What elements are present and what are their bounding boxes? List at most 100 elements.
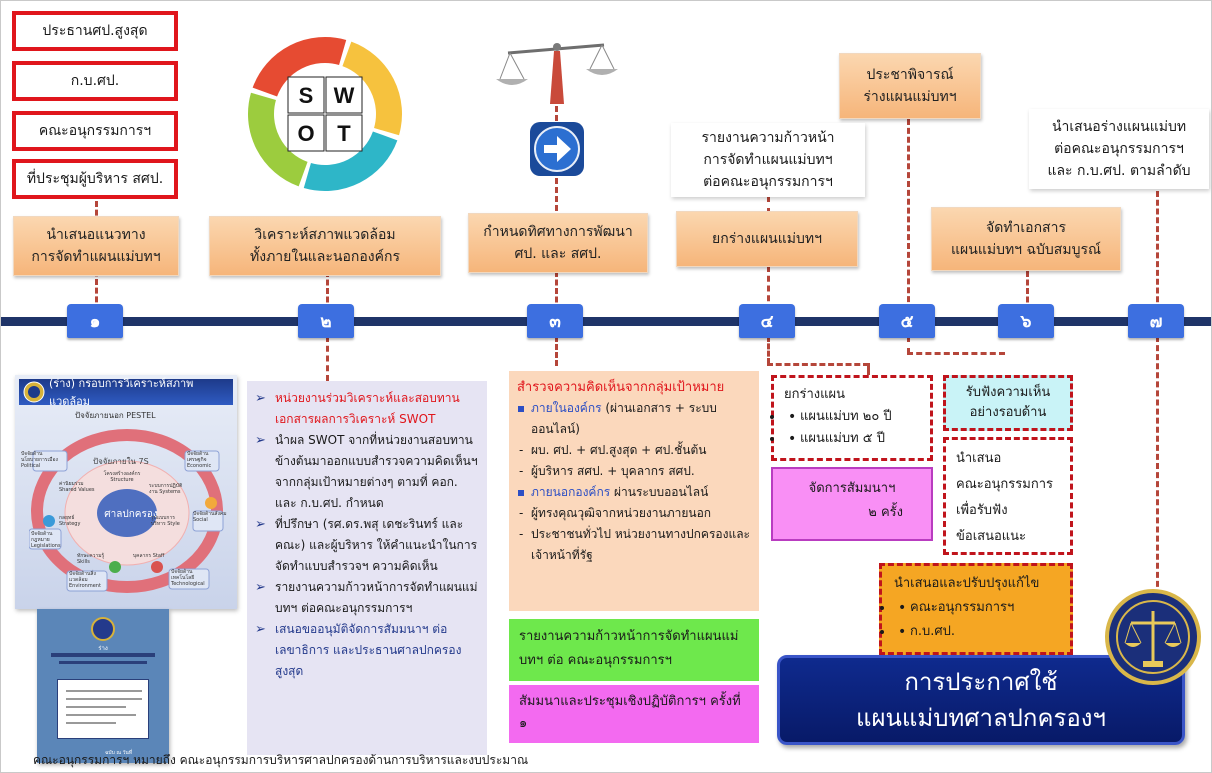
step-5-box: ประชาพิจารณ์ ร่างแผนแม่บทฯ (839, 53, 981, 119)
document-seal-icon (91, 617, 115, 641)
survey-external-heading: ภายนอกองค์กร ผ่านระบบออนไลน์ (517, 482, 751, 503)
draft-plan-item-5yr: แผนแม่บท ๕ ปี (784, 428, 920, 450)
pestel-ring (29, 429, 224, 593)
draft-plan-item-20yr: แผนแม่บท ๒๐ ปี (784, 406, 920, 428)
connector-4-horizontal (767, 363, 869, 366)
revise-title: นำเสนอและปรับปรุงแก้ไข (894, 576, 1040, 591)
pestel-label-social: ปัจจัยด้านสังคม Social (193, 511, 227, 523)
swot-o: O (297, 121, 314, 146)
pestel-label-economic: ปัจจัยด้านเศรษฐกิจ Economic (187, 451, 212, 469)
survey-internal-item-2: ผู้บริหาร สศป. + บุคลากร สศป. (517, 461, 751, 482)
step-2-item-3: ที่ปรึกษา (รศ.ดร.พสุ เดชะรินทร์ และคณะ) … (253, 514, 479, 577)
swot-ring-red (248, 37, 402, 191)
revise-list: คณะอนุกรรมการฯ ก.บ.ศป. (894, 596, 1058, 644)
swot-ring: S W O T (248, 37, 402, 191)
document-title-line-2 (59, 661, 147, 664)
stack-box-committee: ก.บ.ศป. (12, 61, 178, 101)
step-badge-5: ๕ (879, 304, 935, 338)
step-badge-1: ๑ (67, 304, 123, 338)
announcement-line-2: แผนแม่บทศาลปกครองฯ (855, 704, 1107, 732)
step-1-box: นำเสนอแนวทาง การจัดทำแผนแม่บทฯ (13, 216, 179, 276)
connector-2-up (326, 271, 329, 311)
pestel-center-label: ศาลปกครอง (104, 509, 158, 520)
step-badge-3: ๓ (527, 304, 583, 338)
document-title-line-1 (51, 653, 155, 657)
connector-6-up (1026, 271, 1029, 311)
pestel-framework-panel: (ร่าง) กรอบการวิเคราะห์สภาพแวดล้อม ปัจจั… (15, 375, 237, 609)
document-content-box (57, 679, 149, 739)
connector-5-horizontal (907, 352, 1005, 355)
pestel-outer-label: ปัจจัยภายนอก PESTEL (75, 411, 156, 420)
connector-3-down (555, 336, 558, 366)
step-6-box: จัดทำเอกสาร แผนแม่บทฯ ฉบับสมบูรณ์ (931, 207, 1121, 271)
step-7-box: นำเสนอร่างแผนแม่บท ต่อคณะอนุกรรมการฯ และ… (1029, 109, 1209, 189)
step-3-box: กำหนดทิศทางการพัฒนา ศป. และ สศป. (468, 213, 648, 273)
pestel-title: (ร่าง) กรอบการวิเคราะห์สภาพแวดล้อม (19, 377, 233, 408)
step-badge-2: ๒ (298, 304, 354, 338)
step-2-detail-panel: หน่วยงานร่วมวิเคราะห์และสอบทานเอกสารผลกา… (247, 381, 487, 755)
announcement-banner: การประกาศใช้ แผนแม่บทศาลปกครองฯ (777, 655, 1185, 745)
announcement-line-1: การประกาศใช้ (904, 668, 1058, 696)
pestel-inner-label: ปัจจัยภายใน 7S (93, 457, 149, 466)
seven-s-staff: บุคลากร Staff (133, 553, 165, 559)
step-badge-7: ๗ (1128, 304, 1184, 338)
seminar-line-2: ๒ ครั้ง (868, 505, 903, 520)
scale-icon (496, 43, 618, 104)
revise-item-committee: ก.บ.ศป. (894, 620, 1058, 644)
stack-box-executive-meeting: ที่ประชุมผู้บริหาร สศป. (12, 159, 178, 199)
connector-4-drop (867, 363, 870, 375)
connector-5-down (907, 336, 910, 354)
step-badge-4: ๔ (739, 304, 795, 338)
survey-title: สำรวจความคิดเห็นจากกลุ่มเป้าหมาย (517, 380, 725, 395)
workshop-box: สัมมนาและประชุมเชิงปฏิบัติการฯ ครั้งที่ … (509, 685, 759, 743)
step-2-item-5: เสนอขออนุมัติจัดการสัมมนาฯ ต่อเลขาธิการ … (253, 619, 479, 682)
survey-internal-channel: (ผ่านเอกสาร + ระบบออนไลน์) (531, 401, 717, 436)
connector-3-up (555, 271, 558, 311)
document-footer: ฉบับ ณ วันที่ (105, 750, 133, 756)
draft-plan-list: แผนแม่บท ๒๐ ปี แผนแม่บท ๕ ปี (784, 406, 920, 450)
seven-s-structure: โครงสร้างองค์กร Structure (103, 471, 141, 483)
connector-4-up (767, 266, 770, 311)
progress-report-box: รายงานความก้าวหน้าการจัดทำแผนแม่บทฯ ต่อ … (509, 619, 759, 681)
step-2-item-2: นำผล SWOT จากที่หน่วยงานสอบทานข้างต้นมาอ… (253, 430, 479, 514)
draft-plan-title: ยกร่างแผน (784, 387, 846, 402)
survey-list: ภายในองค์กร (ผ่านเอกสาร + ระบบออนไลน์) ผ… (517, 398, 751, 566)
seven-s-systems: ระบบการปฏิบัติงาน Systems (149, 483, 183, 495)
connector-5-up (907, 119, 910, 311)
pestel-label-environment: ปัจจัยด้านสิ่งแวดล้อม Environment (69, 571, 101, 589)
connector-4-top (767, 196, 770, 214)
swot-cell-s (287, 76, 325, 114)
connector-4-down (767, 336, 770, 364)
swot-cell-w (325, 76, 363, 114)
step-badge-6: ๖ (998, 304, 1054, 338)
survey-external-channel: ผ่านระบบออนไลน์ (610, 485, 709, 499)
swot-t: T (337, 121, 351, 146)
seven-s-skills: ทักษะความรู้ Skills (77, 553, 105, 565)
swot-s: S (299, 83, 314, 108)
revise-item-subcommittee: คณะอนุกรรมการฯ (894, 596, 1058, 620)
pestel-label-political: ปัจจัยด้านนโยบายการเมือง Political (21, 451, 58, 469)
pestel-label-legislations: ปัจจัยด้านกฎหมาย Legislations (31, 531, 61, 549)
survey-internal-label: ภายในองค์กร (531, 401, 602, 415)
connector-7-down (1156, 336, 1159, 596)
propose-subcommittee-box: นำเสนอ คณะอนุกรรมการ เพื่อรับฟัง ข้อเสนอ… (943, 437, 1073, 555)
survey-external-item-2: ประชาชนทั่วไป หน่วยงานทางปกครองและเจ้าหน… (517, 524, 751, 566)
seminar-box: จัดการสัมมนาฯ ๒ ครั้ง (771, 467, 933, 541)
pestel-label-technological: ปัจจัยด้านเทคโนโลยี Technological (171, 569, 205, 587)
revise-box: นำเสนอและปรับปรุงแก้ไข คณะอนุกรรมการฯ ก.… (879, 563, 1073, 655)
seminar-line-1: จัดการสัมมนาฯ (808, 481, 896, 496)
plan-document-cover: ร่าง ฉบับ ณ วันที่ (37, 609, 169, 763)
survey-internal-item-1: ผบ. ศป. + ศป.สูงสุด + ศป.ชั้นต้น (517, 440, 751, 461)
progress-report-top: รายงานความก้าวหน้า การจัดทำแผนแม่บทฯ ต่อ… (671, 123, 865, 197)
seven-s-strategy: กลยุทธ์ Strategy (59, 515, 81, 527)
step-4-box: ยกร่างแผนแม่บทฯ (676, 211, 858, 267)
stack-box-chief: ประธานศป.สูงสุด (12, 11, 178, 51)
court-seal-small-icon (23, 381, 45, 403)
swot-cell-o (287, 114, 325, 152)
footnote: คณะอนุกรรมการฯ หมายถึง คณะอนุกรรมการบริห… (33, 753, 529, 767)
public-hearing-box: รับฟังความเห็น อย่างรอบด้าน (943, 375, 1073, 431)
timeline-bar (1, 317, 1211, 326)
step-2-item-1: หน่วยงานร่วมวิเคราะห์และสอบทานเอกสารผลกา… (253, 388, 479, 430)
stack-box-subcommittee: คณะอนุกรรมการฯ (12, 111, 178, 151)
